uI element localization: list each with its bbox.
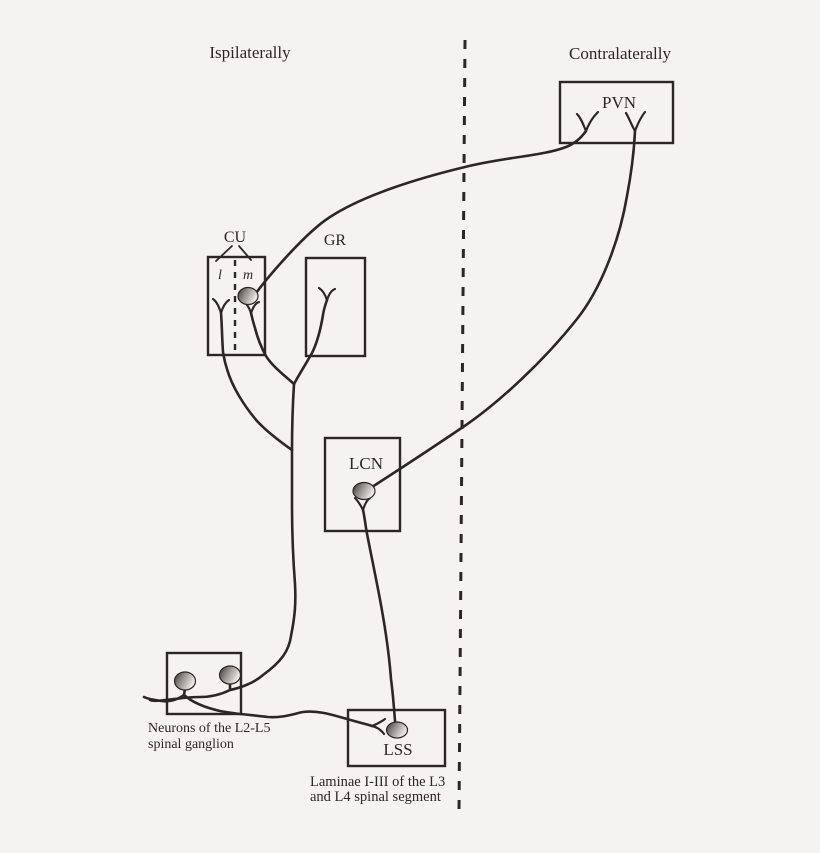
lss-box bbox=[346, 708, 447, 768]
axon-ganglion-ascending-trunk bbox=[228, 382, 297, 692]
cu-box bbox=[206, 255, 267, 357]
gr-label: GR bbox=[324, 232, 347, 249]
terminal-gr-icon bbox=[317, 286, 337, 302]
terminal-cu-lateral-icon bbox=[211, 297, 231, 315]
ganglion-caption-line1: Neurons of the L2-L5 bbox=[148, 721, 270, 736]
terminal-pvn-left-icon bbox=[575, 110, 600, 133]
neuron-lcn bbox=[352, 481, 376, 501]
terminal-lss-icon bbox=[370, 717, 387, 736]
axon-lss-to-lcn bbox=[361, 508, 397, 723]
lss-label: LSS bbox=[383, 740, 412, 759]
cu-label-pointer-icon bbox=[215, 245, 252, 262]
axon-branch-cu-lateral bbox=[219, 311, 294, 452]
axon-lcn-to-pvn bbox=[370, 129, 637, 489]
lss-caption-line1: Laminae I-III of the L3 bbox=[310, 774, 445, 790]
side-label-ipsilateral: Ispilaterally bbox=[209, 43, 291, 62]
neuron-ganglion-right bbox=[218, 665, 242, 685]
neuron-cu bbox=[237, 286, 259, 306]
pvn-label: PVN bbox=[602, 93, 636, 112]
axon-branch-cu-medial bbox=[249, 311, 296, 386]
axon-branch-gr bbox=[292, 298, 329, 386]
cu-sublabel-lateral: l bbox=[218, 268, 222, 283]
gr-box bbox=[304, 256, 367, 358]
midline-divider bbox=[457, 39, 467, 813]
neuron-ganglion-left bbox=[173, 671, 197, 691]
ganglion-box bbox=[165, 651, 243, 716]
axon-cu-to-pvn bbox=[254, 129, 588, 295]
lcn-box bbox=[323, 436, 402, 533]
cu-label: CU bbox=[224, 229, 247, 246]
cu-sublabel-medial: m bbox=[243, 268, 253, 283]
terminal-pvn-right-icon bbox=[624, 110, 647, 133]
lcn-label: LCN bbox=[349, 454, 383, 473]
axon-ganglion-left-peripheral bbox=[142, 687, 187, 703]
side-label-contralateral: Contralaterally bbox=[569, 44, 671, 63]
lss-caption-line2: and L4 spinal segment bbox=[310, 789, 441, 805]
axon-ganglion-left-to-lss bbox=[182, 693, 374, 728]
neuron-lss bbox=[385, 721, 409, 739]
ganglion-caption-line2: spinal ganglion bbox=[148, 737, 234, 752]
pvn-box bbox=[558, 80, 675, 145]
